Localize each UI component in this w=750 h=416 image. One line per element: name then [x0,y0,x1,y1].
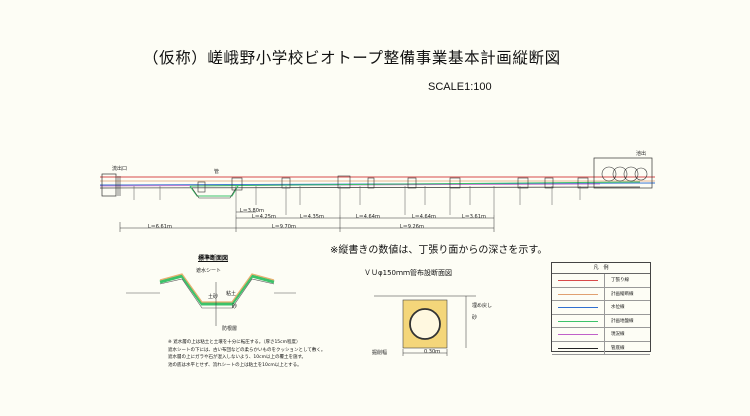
section-label: 土砂 [208,294,219,300]
length-segment: L＝4.64ｍ [356,214,380,220]
length-segment: L＝4.25ｍ [252,214,276,220]
legend-item: 現況線 [552,328,650,342]
length-segment: L＝6.61ｍ [148,224,172,230]
legend-item: 計画地盤線 [552,314,650,328]
pond-depression [189,185,239,197]
legend-label: 丁張り線 [611,278,629,284]
legend-item: 水位線 [552,301,650,315]
dimension-lines [119,211,495,232]
pipe-label: 埋め戻し [472,303,493,309]
pipe-bottom-line [99,186,641,189]
length-total: L＝9.70ｍ [272,224,296,230]
length-segment: L＝3.61ｍ [462,214,486,220]
legend-label: 計画縦断線 [611,291,634,297]
legend-swatch [552,328,605,341]
section-label: 粘土 [226,291,237,297]
length-segment: L＝4.64ｍ [412,214,436,220]
pipe-label: 砂 [472,315,478,321]
legend-swatch [552,287,605,300]
legend-label: 計画地盤線 [611,318,634,324]
section-label: 砂 [232,304,238,310]
legend-rows: 丁張り線計画縦断線水位線計画地盤線現況線管底線 [552,274,650,355]
pipe-section-title: ＶＵφ150ｍｍ管布設断面図 [364,269,452,277]
pipe-section-drawing [374,295,476,356]
standard-section-title: 標準断面図 [198,255,229,262]
section-label: 防根層 [222,326,238,332]
section-notes: ※ 遮水層の上は粘土と土壌を十分に転圧する。（厚さ15cm程度） 遮水シートの下… [168,340,326,368]
legend-title: 凡 例 [552,263,650,274]
standard-section-drawing [126,273,296,326]
ground-line [189,181,641,187]
pipe-label: 管 [214,169,220,175]
legend-swatch [552,314,605,327]
section-label: 遮水シート [196,268,222,274]
legend-item: 丁張り線 [552,274,650,288]
outlet-label: 池出 [636,151,647,157]
length-segment: L＝3.80ｍ [240,208,264,214]
legend-item: 計画縦断線 [552,287,650,301]
liner-layer [159,274,275,306]
drawing-title: （仮称）嵯峨野小学校ビオトープ整備事業基本計画縦断図 [143,49,561,67]
inlet-label: 流出口 [112,166,128,172]
legend-label: 水位線 [611,305,625,311]
legend-item: 管底線 [552,341,650,355]
inlet-basin [101,173,117,197]
legend-box: 凡 例 丁張り線計画縦断線水位線計画地盤線現況線管底線 [551,262,651,355]
depth-note: ※縦書きの数値は、丁張り面からの深さを示す。 [330,245,548,256]
legend-swatch [552,341,605,354]
stake-lines [133,186,581,215]
legend-label: 現況線 [611,332,625,338]
length-total: L＝9.26ｍ [400,224,424,230]
pipe-label: 掘削幅 [372,350,388,356]
legend-swatch [552,274,605,287]
vu-pipe [409,308,441,340]
pipe-label: 0.30ｍ [424,349,441,355]
scale-label: SCALE1:100 [428,81,492,93]
legend-swatch [552,301,605,314]
length-segment: L＝4.35ｍ [300,214,324,220]
profile-structures [231,175,589,191]
outlet-basin [593,157,653,189]
legend-label: 管底線 [611,345,625,351]
